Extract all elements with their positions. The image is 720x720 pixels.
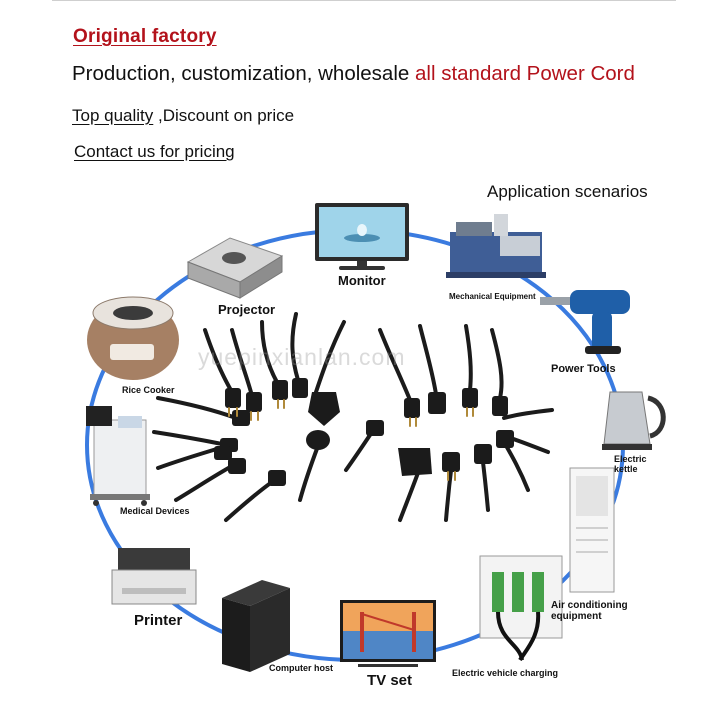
plug-heads xyxy=(214,378,514,486)
printer-icon xyxy=(111,548,197,605)
medical-devices-icon xyxy=(86,406,150,506)
label-printer: Printer xyxy=(134,612,183,629)
original-factory-heading: Original factory xyxy=(73,26,217,47)
label-medical-devices: Medical Devices xyxy=(120,506,190,516)
electric-kettle-icon xyxy=(602,391,666,450)
label-kettle-line1: Electric xyxy=(614,454,647,464)
ev-charging-icon xyxy=(479,555,563,662)
top-quality-text: Top quality xyxy=(72,106,154,125)
rice-cooker-icon xyxy=(87,296,179,380)
plug-pins xyxy=(228,399,474,481)
label-rice-cooker: Rice Cooker xyxy=(122,385,175,395)
label-projector: Projector xyxy=(218,302,276,317)
computer-host-icon xyxy=(222,580,290,672)
top-divider xyxy=(52,0,676,1)
label-mechanical-equipment: Mechanical Equipment xyxy=(449,292,536,301)
label-ac-line2: equipment xyxy=(551,611,602,622)
production-line: Production, customization, wholesale all… xyxy=(72,62,635,86)
label-ac-line1: Air conditioning xyxy=(551,600,628,611)
label-kettle-line2: kettle xyxy=(614,464,638,474)
monitor-icon xyxy=(315,203,409,270)
label-power-tools: Power Tools xyxy=(551,363,616,375)
label-monitor: Monitor xyxy=(338,273,386,288)
label-computer-host: Computer host xyxy=(269,663,333,673)
power-cord-highlight: all standard Power Cord xyxy=(415,62,635,85)
air-conditioner-icon xyxy=(569,467,615,593)
contact-link[interactable]: Contact us for pricing xyxy=(74,142,235,161)
label-tv-set: TV set xyxy=(367,672,413,689)
quality-line: Top quality ,Discount on price xyxy=(72,106,294,126)
mechanical-equipment-icon xyxy=(446,214,546,278)
projector-icon xyxy=(186,237,284,299)
tv-set-icon xyxy=(340,600,436,667)
label-ev-charging: Electric vehicle charging xyxy=(452,668,559,678)
production-text: Production, customization, wholesale xyxy=(72,62,415,85)
watermark-text: yuepinxianlan.com xyxy=(198,344,406,370)
discount-text: ,Discount on price xyxy=(153,106,295,125)
application-scenarios-title: Application scenarios xyxy=(487,182,648,201)
power-drill-icon xyxy=(540,290,630,354)
